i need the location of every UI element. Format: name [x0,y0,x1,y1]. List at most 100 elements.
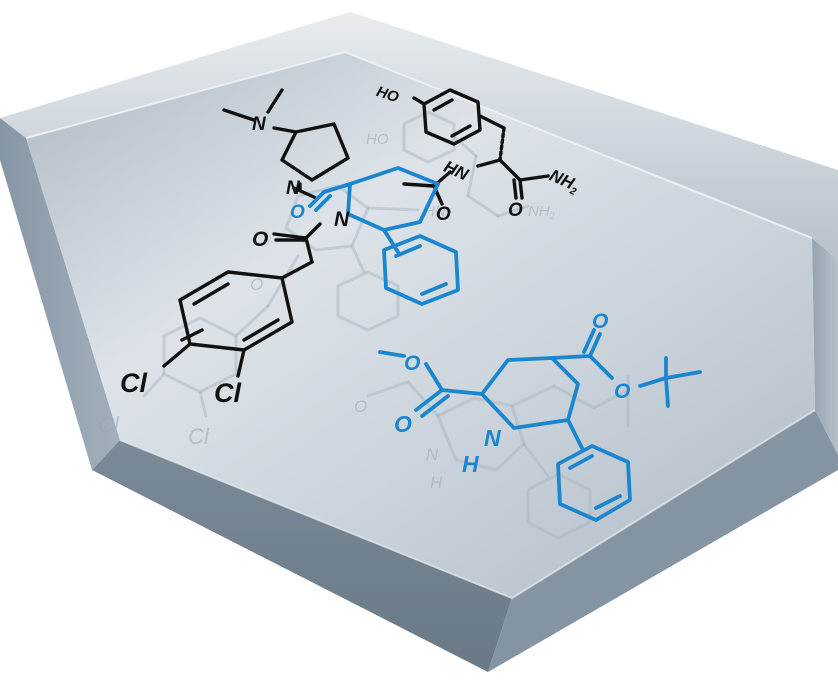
bond [450,124,472,138]
ghost-ring-phenyl [336,270,400,332]
molecule-upper: HO HN NH2 O N N N O O O Cl Cl [120,83,578,408]
bond [272,232,308,240]
bond [432,98,454,112]
molecule-lower: O O O O N H [378,310,702,522]
atom-label-o-acyl: O [252,228,268,251]
atom-label-n-ring: N [484,425,501,451]
atom-label-o-tyr-amide: O [508,200,523,221]
ghost-bond [592,388,630,410]
bond [394,244,422,258]
bond [236,348,246,378]
bond [498,158,522,182]
bond [582,328,596,354]
bond [476,158,502,168]
ghost-label-o1: O [250,275,263,294]
ghost-bond [522,442,550,478]
bond [568,454,594,470]
bond [192,282,230,306]
crystal-slab [0,12,838,672]
ghost-bond [406,380,440,418]
ghost-bond [198,390,208,418]
ghost-ring-tyr [402,110,456,164]
ghost-bond [496,204,530,218]
ghost-bond [466,194,500,218]
ghost-label-ho: HO [366,131,389,148]
bond [588,332,602,358]
bond [518,178,524,200]
bond [420,394,450,418]
phenyl-ring [382,234,460,306]
slab-back-bevel [0,12,838,260]
lower-piperidine-ring [480,356,580,430]
tyrosine-ring [422,88,482,146]
ghost-label-nh2: NH2 [528,203,555,221]
bond [280,260,314,280]
bond [402,182,436,188]
bond [566,418,584,450]
ghost-bond [366,206,420,212]
atom-label-o-ester-ether: O [404,352,420,375]
atom-label-o-tbu-carbonyl: O [592,310,608,333]
slab-right-side [812,238,838,455]
ghost-bond [510,384,556,408]
bond [222,108,256,122]
pyrrolidine-ring [280,122,350,182]
ghost-bond [366,380,410,398]
bond [180,328,204,342]
bond [272,126,298,134]
ghost-label-cl2: Cl [188,424,210,449]
ghost-label-cl1: Cl [98,412,120,437]
bond [242,318,280,342]
ghost-ring-dichloro [162,316,238,394]
slab-left-side [0,118,120,470]
atom-label-cl-1: Cl [120,368,147,398]
bond [478,114,506,130]
atom-label-n-piperidine: N [334,208,350,231]
bond [664,370,702,380]
bond [424,362,444,392]
slab-front-right-side [488,410,838,672]
bond [440,388,484,396]
bond [638,376,668,388]
ghost-bond [466,154,478,198]
bond [314,194,332,212]
ghost-label-o2: O [354,397,367,416]
atom-label-n-pyrrolidine: N [286,178,301,199]
lower-phenyl-ring [556,444,632,522]
ghost-bond [142,372,166,398]
bond [304,222,322,240]
bond [594,494,622,510]
bond [498,126,506,162]
ghost-bond [350,244,366,274]
bond [518,174,550,182]
slab-top-face [26,52,815,598]
bond [414,388,444,412]
atom-label-o-ester-carbonyl: O [394,411,412,437]
bond [292,186,318,200]
slab-edge-highlight [25,50,813,239]
ghost-bond [234,304,270,338]
bond [378,350,406,358]
bond [308,190,326,208]
bond [420,282,448,296]
bond [162,342,192,368]
atom-label-cl-2: Cl [214,378,241,408]
slab-front-left-side [92,440,512,672]
ghost-label-n1: N [426,445,439,464]
ghost-label-h1: H [430,473,443,492]
piperidine-core [346,166,440,232]
atom-label-n-dimethyl: N [252,114,267,135]
atom-label-o-blue-amide: O [290,202,305,223]
bond [266,88,284,114]
ghost-label-hn: HN [424,203,446,220]
ghost-ring-lower-pip [436,396,526,472]
slab-front-edge-highlight [119,409,816,600]
bond [588,354,614,380]
bond [664,376,670,408]
atom-label-h-ring: H [462,451,479,477]
atom-label-ho: HO [374,83,401,106]
atom-label-o-tbu-ether: O [614,380,630,403]
bond [550,354,592,360]
